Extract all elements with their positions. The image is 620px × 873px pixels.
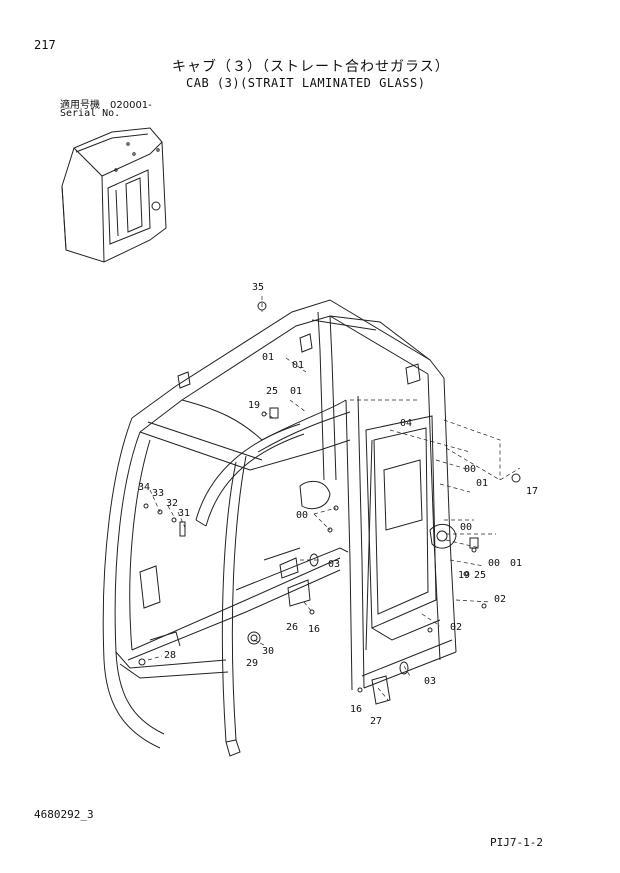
callout-25: 25 — [474, 570, 486, 581]
callout-16: 16 — [308, 624, 320, 635]
callout-33: 33 — [152, 488, 164, 499]
page-number: 217 — [34, 38, 56, 52]
callout-19: 19 — [458, 570, 470, 581]
serial-label-japanese: 適用号機 020001- — [60, 100, 152, 111]
callout-01: 01 — [262, 352, 274, 363]
cab-thumbnail — [61, 127, 167, 263]
callout-28: 28 — [164, 650, 176, 661]
serial-label-english: Serial No. — [60, 108, 121, 119]
callout-19: 19 — [248, 400, 260, 411]
leader-lines — [147, 296, 521, 701]
callout-32: 32 — [166, 498, 178, 509]
callout-00: 00 — [488, 558, 500, 569]
callout-02: 02 — [494, 594, 506, 605]
callout-29: 29 — [246, 658, 258, 669]
callout-03: 03 — [328, 559, 340, 570]
callout-26: 26 — [286, 622, 298, 633]
callout-03: 03 — [424, 676, 436, 687]
callout-01: 01 — [476, 478, 488, 489]
title-japanese: キャブ（３）（ストレート合わせガラス） — [172, 59, 450, 75]
callout-01: 01 — [510, 558, 522, 569]
callout-17: 17 — [526, 486, 538, 497]
title-english: CAB (3)(STRAIT LAMINATED GLASS) — [186, 76, 426, 90]
callout-00: 00 — [464, 464, 476, 475]
callout-31: 31 — [178, 508, 190, 519]
callout-00: 00 — [460, 522, 472, 533]
callout-labels: 35 01 01 25 01 19 04 00 01 17 34 33 32 3… — [138, 282, 538, 727]
callout-02: 02 — [450, 622, 462, 633]
page-code: PIJ7-1-2 — [490, 836, 543, 849]
callout-01: 01 — [292, 360, 304, 371]
callout-00: 00 — [296, 510, 308, 521]
cab-frame — [102, 299, 457, 757]
callout-30: 30 — [262, 646, 274, 657]
callout-27: 27 — [370, 716, 382, 727]
callout-34: 34 — [138, 482, 150, 493]
callout-35: 35 — [252, 282, 264, 293]
callout-01: 01 — [290, 386, 302, 397]
hardware-parts — [138, 301, 521, 705]
callout-16: 16 — [350, 704, 362, 715]
callout-04: 04 — [400, 418, 412, 429]
document-number: 4680292_3 — [34, 808, 94, 821]
callout-25: 25 — [266, 386, 278, 397]
